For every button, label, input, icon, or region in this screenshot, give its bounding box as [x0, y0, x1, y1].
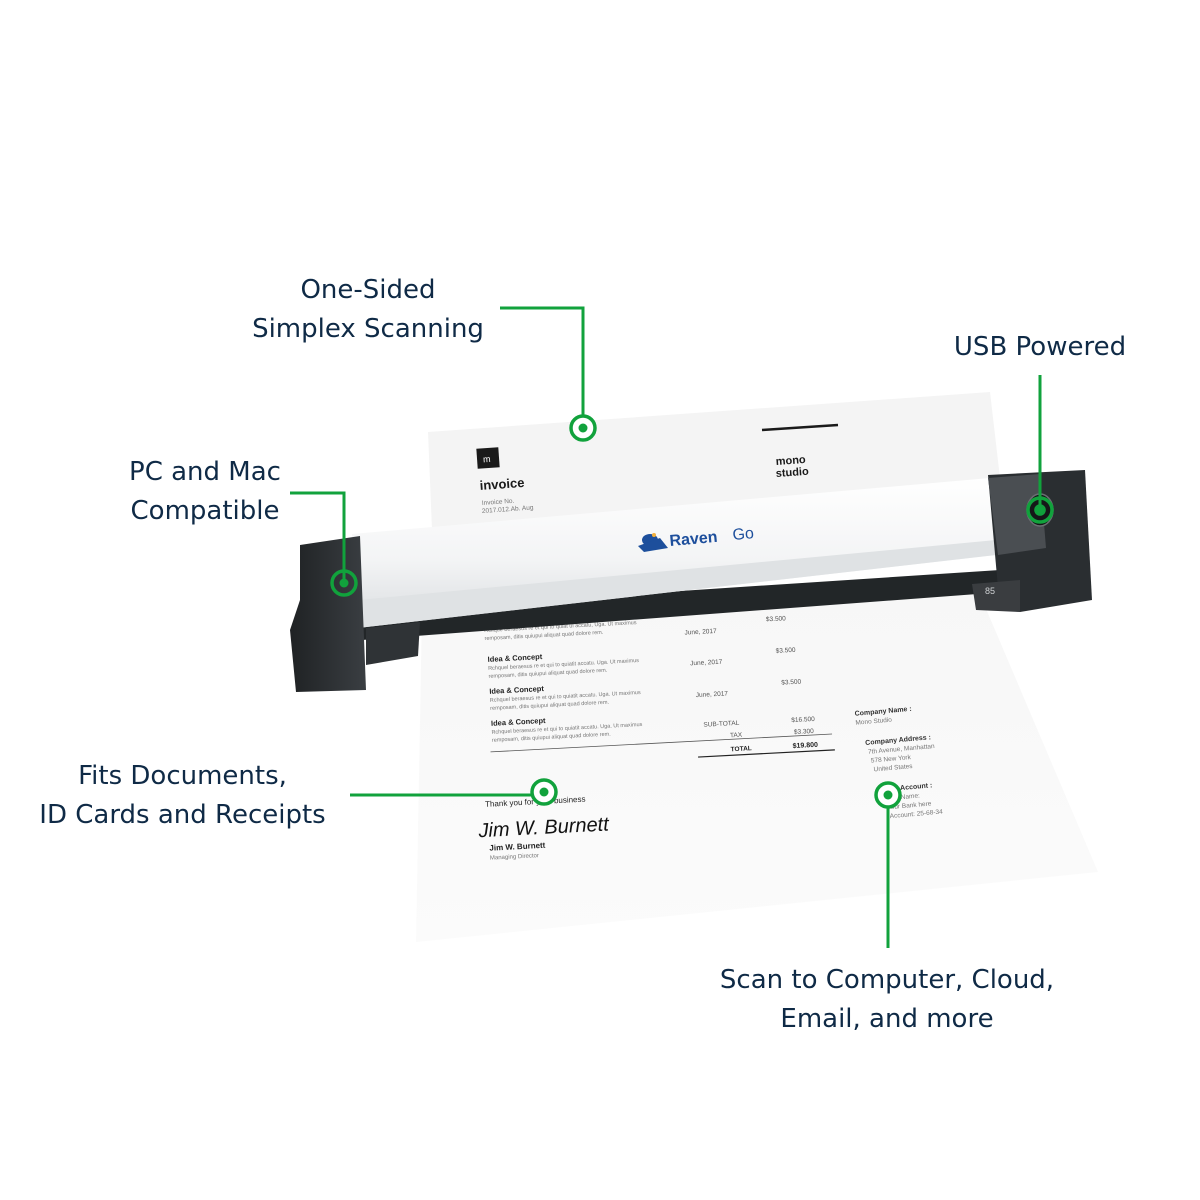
fits-callout-line-2: ID Cards and Receipts [39, 800, 326, 830]
compat-callout: PC and Mac Compatible [110, 453, 300, 531]
invoice-title: invoice [479, 475, 525, 493]
scanner: 85 Raven Go [290, 470, 1092, 692]
company-name-value: Mono Studio [855, 717, 892, 727]
tax-value: $3.300 [794, 728, 815, 736]
total-value: $19.800 [792, 742, 818, 750]
compat-callout-line-2: Compatible [130, 496, 280, 526]
subtotal-value: $16.500 [791, 716, 815, 724]
scanner-left-cap [290, 536, 366, 692]
bank-name: Bank Name: [884, 792, 920, 802]
usb-callout: USB Powered [935, 328, 1145, 367]
tax-label: TAX [730, 732, 743, 740]
bottom-paper: Relique beraesus re et qui to quiat ul a… [416, 590, 1098, 942]
company-address-2: 578 New York [871, 754, 912, 765]
compat-marker [330, 569, 358, 597]
invoice-item-title: Idea & Concept [491, 716, 546, 728]
invoice-logo-mark [476, 447, 500, 469]
invoice-item-title: Idea & Concept [489, 684, 544, 696]
invoice-number-value: 2017.012.Ab. Aug [482, 504, 534, 515]
company-name-label: Company Name : [854, 706, 912, 718]
compat-callout-line-1: PC and Mac [129, 457, 281, 487]
invoice-header-rule [761, 423, 839, 432]
scan-to-callout-line-2: Email, and more [780, 1004, 994, 1034]
brand-suffix: Go [732, 525, 755, 544]
studio-line-2: studio [775, 466, 809, 480]
simplex-callout: One-Sided Simplex Scanning [240, 271, 496, 349]
usb-marker [1026, 496, 1054, 524]
bank-account-number: Account: 25-68-34 [889, 808, 943, 820]
brand-name: Raven [669, 529, 718, 550]
total-label: TOTAL [731, 745, 752, 753]
fits-callout: Fits Documents, ID Cards and Receipts [30, 757, 335, 835]
scan-to-callout: Scan to Computer, Cloud, Email, and more [712, 961, 1062, 1039]
raven-bird-icon [638, 533, 668, 552]
subtotal-label: SUB-TOTAL [703, 720, 740, 729]
scan-to-callout-line-1: Scan to Computer, Cloud, [719, 965, 1055, 995]
invoice-item-date: June, 2017 [690, 659, 723, 668]
company-address-3: United States [873, 763, 913, 773]
invoice-item-amount: $3.500 [775, 647, 796, 655]
fits-callout-line-1: Fits Documents, [78, 761, 287, 791]
invoice-item-amount: $3.500 [781, 679, 802, 687]
total-rule [698, 749, 835, 758]
invoice-item-title: Idea & Concept [487, 652, 542, 664]
invoice-logo-letter: m [483, 454, 491, 464]
invoice-item-date: June, 2017 [696, 690, 729, 699]
bank-here: Your Bank here [887, 800, 932, 811]
signer-title: Managing Director [490, 853, 539, 862]
side-marking: 85 [985, 586, 995, 596]
usb-callout-line-1: USB Powered [953, 332, 1127, 362]
signer-name: Jim W. Burnett [489, 841, 546, 853]
invoice-rule [490, 733, 833, 753]
compat-leader-line [290, 491, 346, 583]
bank-account-label: Bank Account : [881, 782, 932, 793]
studio-line-1: mono [775, 454, 806, 468]
invoice-top-item-date: June, 2017 [684, 628, 717, 637]
simplex-callout-line-2: Simplex Scanning [252, 314, 484, 344]
simplex-callout-line-1: One-Sided [300, 275, 436, 305]
invoice-number-label: Invoice No. [482, 498, 515, 507]
callout-connectors [290, 306, 1054, 948]
invoice-top-item-amount: $3.500 [766, 615, 787, 623]
simplex-leader-line [500, 306, 585, 428]
